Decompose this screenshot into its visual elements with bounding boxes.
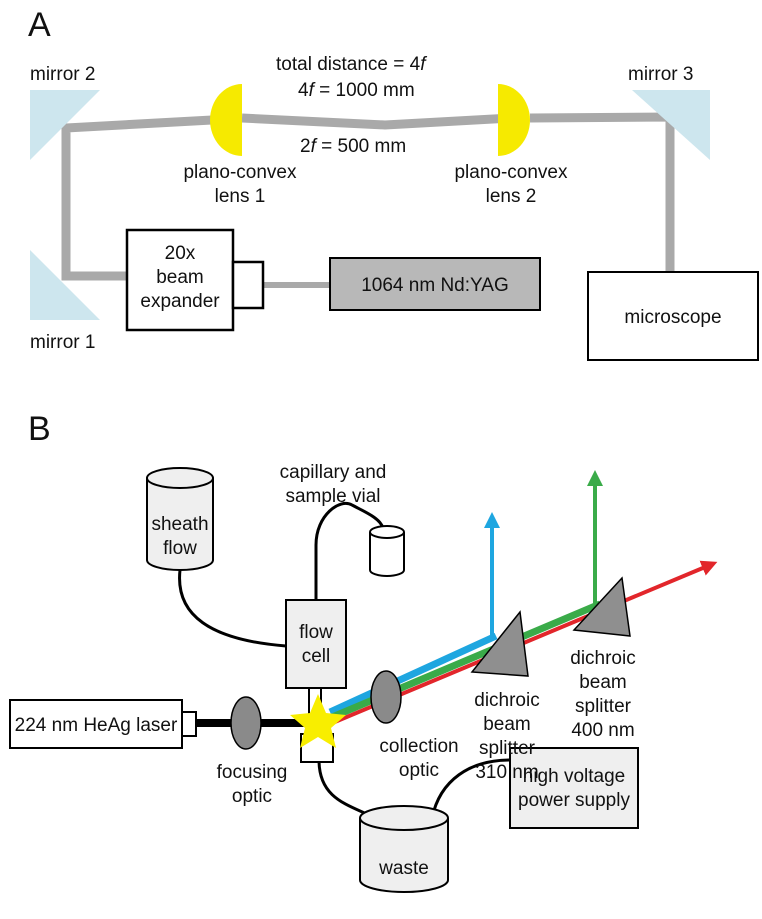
collection-optic	[370, 670, 402, 724]
ds400-label-line3: splitter	[575, 696, 632, 717]
collection-label-line1: collection	[379, 736, 458, 757]
expander-label-line2: beam	[156, 267, 204, 288]
microscope-label: microscope	[624, 307, 721, 328]
hv-label-line1: high voltage	[523, 766, 625, 787]
beam-mirror1-to-mirror2	[61, 115, 213, 281]
ds310-label-line3: splitter	[479, 738, 536, 759]
plano-convex-lens-2	[498, 84, 530, 156]
mirror-2	[30, 90, 100, 160]
hv-power-supply-box	[509, 747, 639, 829]
panel-b-label: B	[28, 410, 51, 448]
focusing-label-line2: optic	[232, 786, 272, 807]
expander-label-line3: expander	[140, 291, 220, 312]
ds400-label-line1: dichroic	[570, 648, 635, 669]
four-f-label: 4f = 1000 mm	[298, 80, 415, 101]
flow-cell-box	[285, 599, 347, 689]
mirror-3	[632, 90, 710, 160]
capillary-label-line2: sample vial	[285, 486, 380, 507]
heag-laser-label: 224 nm HeAg laser	[15, 715, 178, 736]
lens-2-label-line1: plano-convex	[454, 162, 568, 183]
emission-beam-blue	[328, 632, 498, 716]
waste-tube-right	[430, 758, 511, 819]
beam-expander-box	[125, 228, 235, 332]
lens-1-label-line2: lens 1	[215, 186, 266, 207]
ds310-label-line4: 310 nm	[475, 762, 538, 783]
beam-lens-focus	[241, 113, 513, 130]
mirror-1-label: mirror 1	[30, 332, 95, 353]
lens-1-label-line1: plano-convex	[183, 162, 297, 183]
waste-container	[359, 805, 449, 893]
ds310-label-line2: beam	[483, 714, 531, 735]
microscope-box	[587, 271, 759, 361]
beam-mirror3-to-microscope	[529, 112, 675, 272]
sample-vial	[369, 525, 405, 577]
focal-spot-star-icon	[290, 694, 346, 748]
flowcell-label-line2: cell	[302, 646, 331, 667]
two-f-label: 2f = 500 mm	[300, 136, 406, 157]
collection-label-line2: optic	[399, 760, 439, 781]
sheath-label-line1: sheath	[151, 514, 208, 535]
panel-a-label: A	[28, 6, 51, 44]
sheath-tube	[178, 569, 287, 648]
beam-expander-port	[231, 260, 265, 310]
dichroic-splitter-310	[470, 610, 529, 677]
heag-laser-nozzle	[181, 711, 197, 737]
capillary-label-line1: capillary and	[280, 462, 387, 483]
total-distance-label: total distance = 4f	[276, 54, 427, 75]
panel-a: A mirror 2 mirror 1 mirror 3 total dista…	[28, 6, 759, 361]
sheath-label-line2: flow	[163, 538, 197, 559]
mirror-3-label: mirror 3	[628, 64, 693, 85]
nd-yag-laser-label: 1064 nm Nd:YAG	[361, 275, 509, 296]
mirror-2-label: mirror 2	[30, 64, 95, 85]
sheath-flow-container	[146, 467, 214, 571]
focusing-optic	[230, 696, 262, 750]
waste-label: waste	[378, 858, 429, 879]
nd-yag-laser-box	[329, 257, 541, 311]
dichroic-splitter-400	[572, 576, 631, 637]
ds310-label-line1: dichroic	[474, 690, 539, 711]
heag-laser-box	[9, 699, 183, 749]
ds400-label-line4: 400 nm	[571, 720, 634, 741]
mirror-1	[30, 250, 100, 320]
hv-label-line2: power supply	[518, 790, 630, 811]
plano-convex-lens-1	[210, 84, 242, 156]
flowcell-label-line1: flow	[299, 622, 333, 643]
focusing-label-line1: focusing	[217, 762, 288, 783]
lens-2-label-line2: lens 2	[486, 186, 537, 207]
ds400-label-line2: beam	[579, 672, 627, 693]
panel-b: B	[9, 410, 718, 893]
expander-label-line1: 20x	[165, 243, 196, 264]
capillary-tube	[314, 502, 385, 600]
